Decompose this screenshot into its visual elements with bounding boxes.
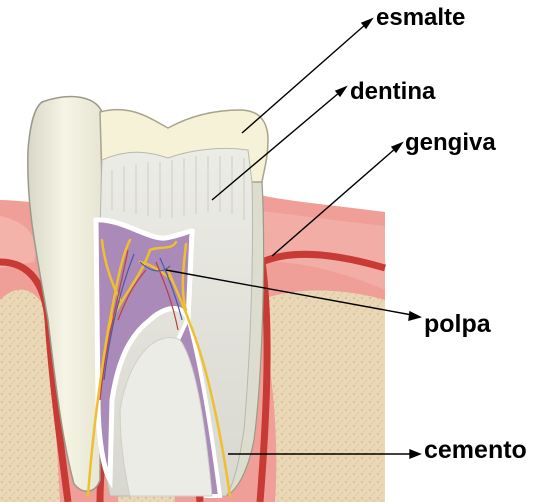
dentin-striations: [111, 156, 245, 220]
blood-vessels: [99, 249, 179, 401]
label-polpa: polpa: [424, 310, 491, 338]
inner-dentin: [119, 337, 213, 497]
nerve-fibers: [86, 238, 232, 498]
label-dentina: dentina: [350, 78, 436, 105]
blood-vessels-blue: [103, 253, 183, 381]
label-gengiva: gengiva: [405, 129, 496, 156]
label-cemento: cemento: [424, 436, 527, 464]
pointer-lines: [165, 17, 422, 460]
label-esmalte: esmalte: [376, 4, 466, 31]
